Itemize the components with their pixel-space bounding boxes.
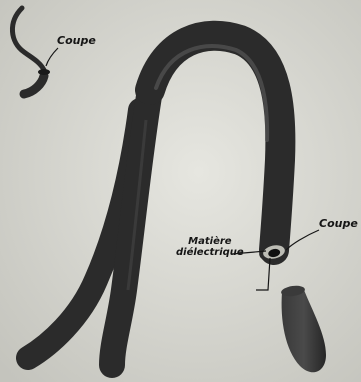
label-dielectric-line2: diélectrique (176, 248, 244, 259)
label-dielectric: Matière diélectrique (176, 237, 244, 258)
label-dielectric-line1: Matière (176, 237, 244, 248)
label-cut-right: Coupe (319, 218, 358, 230)
label-cut-top: Coupe (57, 35, 96, 47)
